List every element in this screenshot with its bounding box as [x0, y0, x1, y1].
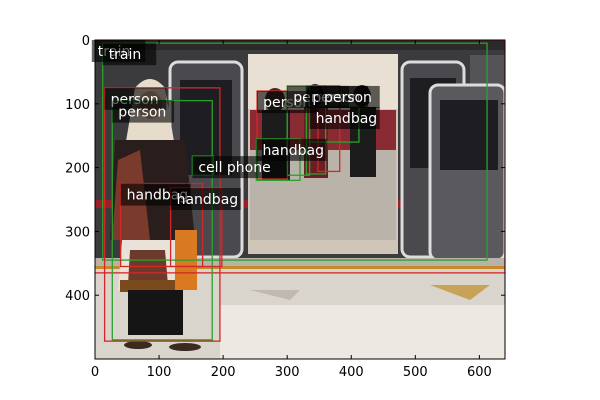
detection-label-bg: [112, 100, 175, 123]
x-tick-label: 600: [467, 365, 492, 380]
detection-labels: traintrainpersonpersonpersonpersonperson…: [91, 40, 380, 211]
y-tick-label: 200: [65, 162, 90, 177]
detection-label-bg: [102, 43, 157, 66]
y-tick-label: 100: [65, 98, 90, 113]
detection-label-bg: [317, 85, 380, 108]
x-tick-label: 300: [275, 365, 300, 380]
y-tick-label: 0: [82, 34, 90, 49]
detection-label: cell phone: [198, 160, 270, 176]
y-tick-label: 400: [65, 289, 90, 304]
detection-box: [102, 42, 488, 261]
detection-label-bg: [309, 106, 380, 129]
x-tick-label: 100: [147, 365, 172, 380]
y-tick-label: 300: [65, 225, 90, 240]
detection-box: [95, 40, 505, 274]
axes-frame: [94, 39, 506, 360]
x-tick-label: 200: [211, 365, 236, 380]
x-tick-label: 400: [339, 365, 364, 380]
x-tick-label: 0: [91, 365, 99, 380]
detection-label: train: [109, 47, 142, 63]
detection-label-bg: [256, 138, 327, 161]
x-tick-label: 500: [403, 365, 428, 380]
detection-label: handbag: [316, 111, 378, 127]
detection-label: person: [324, 90, 372, 106]
detection-label: handbag: [262, 143, 324, 159]
detection-label-bg: [170, 188, 241, 211]
detection-label-bg: [192, 156, 288, 179]
detection-label: handbag: [177, 192, 239, 208]
detection-label: person: [118, 105, 166, 121]
